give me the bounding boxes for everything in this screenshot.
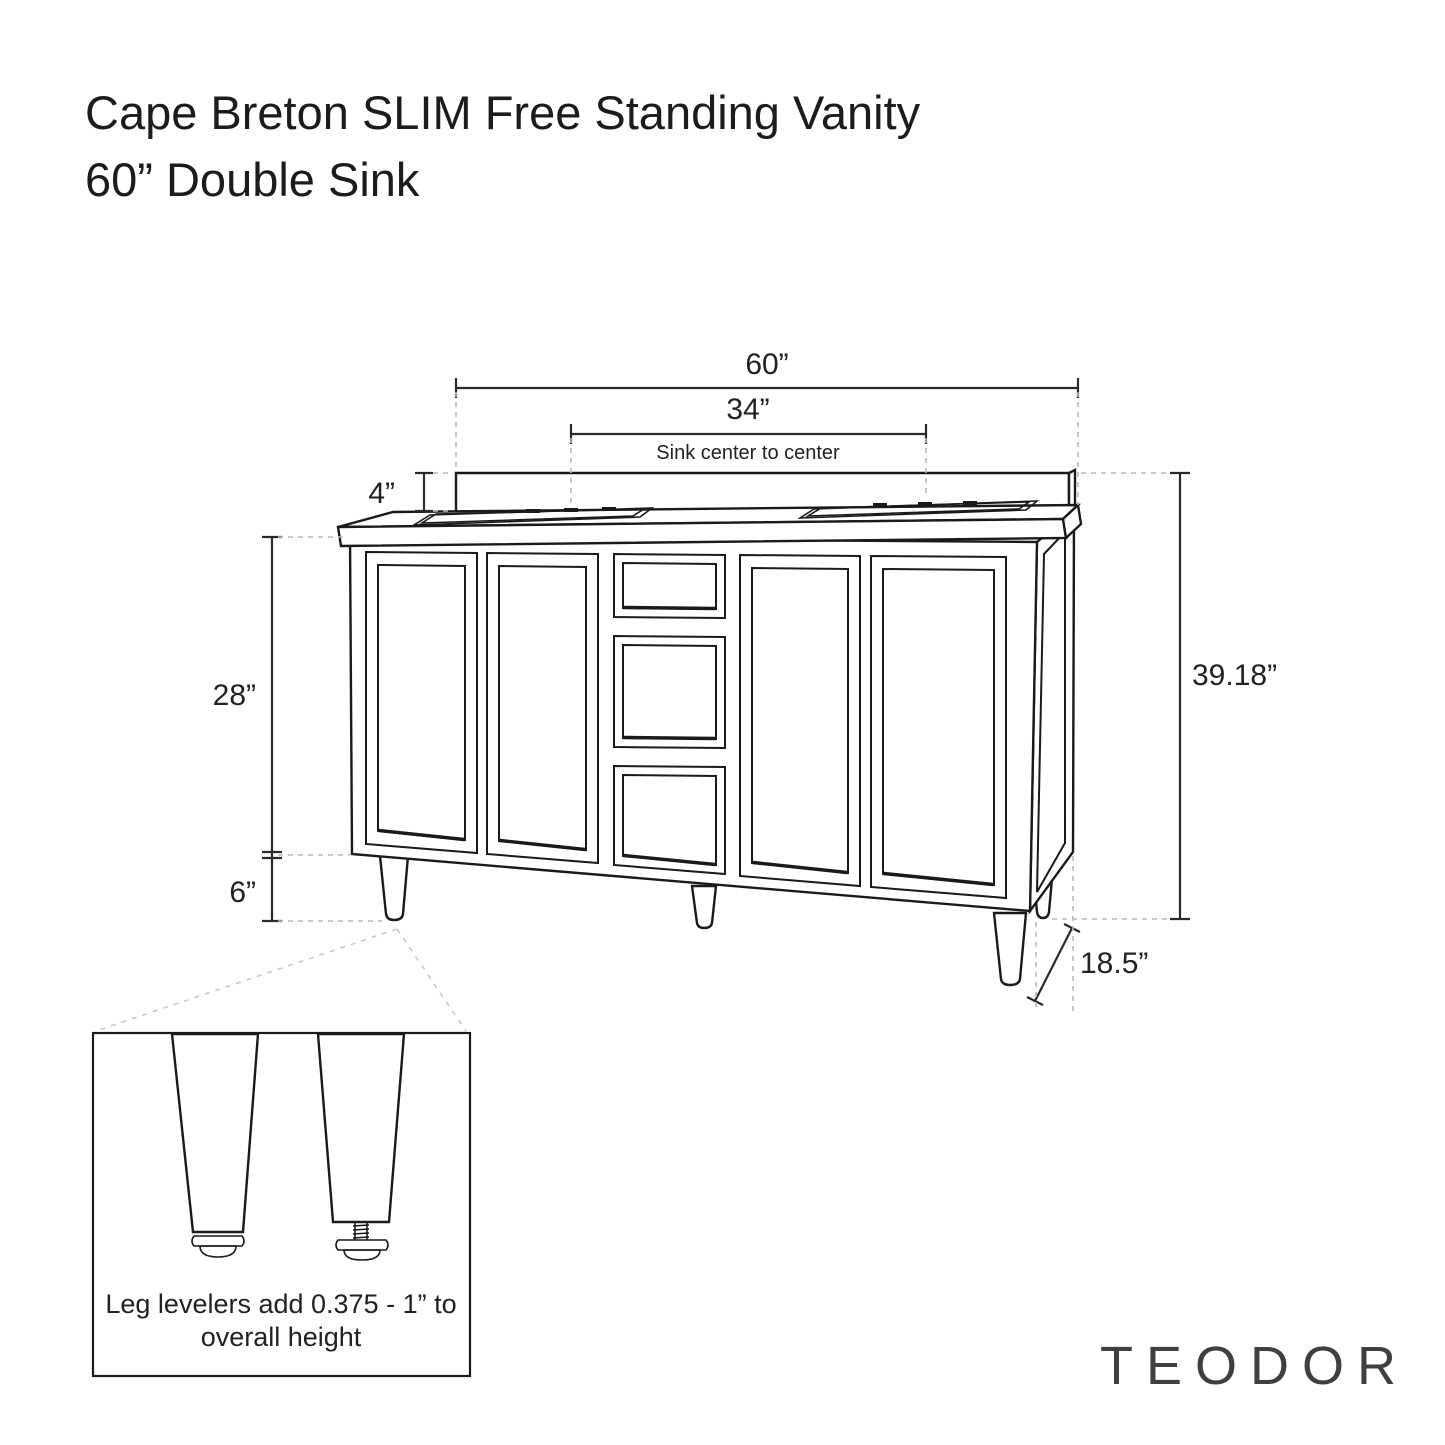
sink-centers-label: 34” [726,393,769,426]
dimension-cabinet-and-leg-height: 28” 6” [213,535,382,923]
leveler-foot [199,1245,237,1258]
detail-leg-right [316,1032,406,1261]
page-title: Cape Breton SLIM Free Standing Vanity 60… [85,86,921,206]
leveler-screw-thread [352,1222,370,1240]
door-left-center-inset-panel [498,564,587,852]
sink-left-cutout [411,507,655,526]
faucet-hole [918,502,932,506]
faucet-hole [963,501,977,505]
door-right-center-inset-panel [751,566,849,875]
vanity-legs [378,854,1028,987]
drawer-middle-inset [622,643,717,741]
dimension-depth: 18.5” [1026,856,1148,1014]
dimension-backsplash-height: 4” [368,471,453,513]
overall-height-label: 39.18” [1192,659,1277,692]
detail-leg-left [170,1032,260,1258]
vanity-drawing [336,468,1083,987]
brand-logo: TEODOR [1100,1336,1409,1396]
leg-front-right [992,911,1028,987]
sink-centers-note: Sink center to center [656,442,840,464]
dimension-overall-height: 39.18” [1052,471,1277,921]
door-right-inset-panel [882,567,995,887]
leveler-note-line-1: Leg levelers add 0.375 - 1” to [105,1289,456,1319]
overall-width-label: 60” [745,348,788,381]
leg-height-label: 6” [229,876,256,909]
leveler-foot [343,1249,381,1261]
leg-leveler-detail: Leg levelers add 0.375 - 1” to overall h… [91,928,472,1378]
faucet-hole [564,508,578,512]
cabinet-height-label: 28” [213,679,256,712]
backsplash-height-label: 4” [368,477,395,510]
title-line-1: Cape Breton SLIM Free Standing Vanity [85,86,921,139]
faucet-hole [602,507,616,511]
dimension-overall-width: 60” [454,348,1080,505]
title-line-2: 60” Double Sink [85,153,420,206]
cabinet-side-panel [1028,509,1076,915]
cabinet-doors-drawers [365,550,1007,900]
drawer-bottom-inset [622,773,717,867]
leveler-washer [335,1239,389,1251]
sink-right-cutout [797,500,1040,519]
leveler-note-line-2: overall height [201,1322,362,1352]
depth-label: 18.5” [1080,947,1148,980]
faucet-hole [873,503,887,507]
dimension-sink-centers: 34” Sink center to center [569,393,928,505]
leg-front-center [690,884,718,930]
door-left-inset-panel [377,563,466,842]
drawer-top-inset [622,561,717,611]
leg-front-left [378,854,410,922]
faucet-hole [526,509,540,513]
leveler-washer [191,1235,245,1247]
detail-box [91,1031,472,1378]
